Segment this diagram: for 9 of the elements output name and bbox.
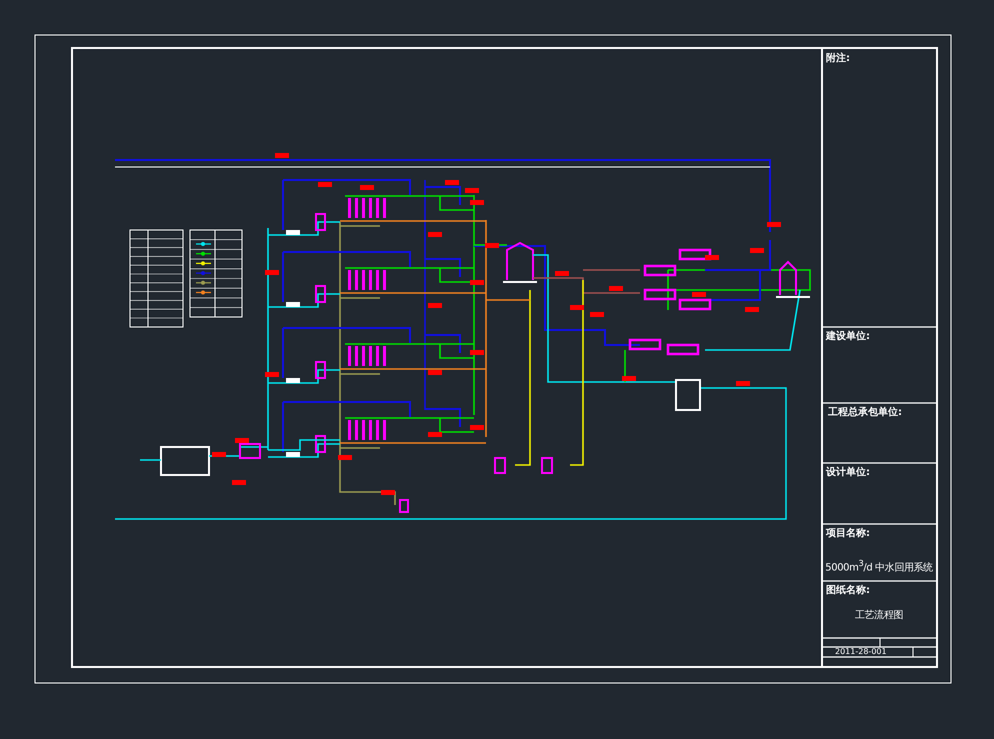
title-block-value: 5000m$^{3}$/d 中水回用系统 bbox=[825, 557, 933, 574]
drawing-number: 2011-28-001 bbox=[835, 647, 887, 657]
title-block-heading: 图纸名称: bbox=[826, 585, 870, 597]
title-block-heading: 附注: bbox=[826, 53, 850, 65]
title-block-value: 工艺流程图 bbox=[855, 610, 903, 622]
title-block-heading: 工程总承包单位: bbox=[828, 407, 902, 419]
title-block-heading: 建设单位: bbox=[826, 331, 870, 343]
title-block-heading: 项目名称: bbox=[826, 528, 870, 540]
title-block-heading: 设计单位: bbox=[826, 467, 870, 479]
